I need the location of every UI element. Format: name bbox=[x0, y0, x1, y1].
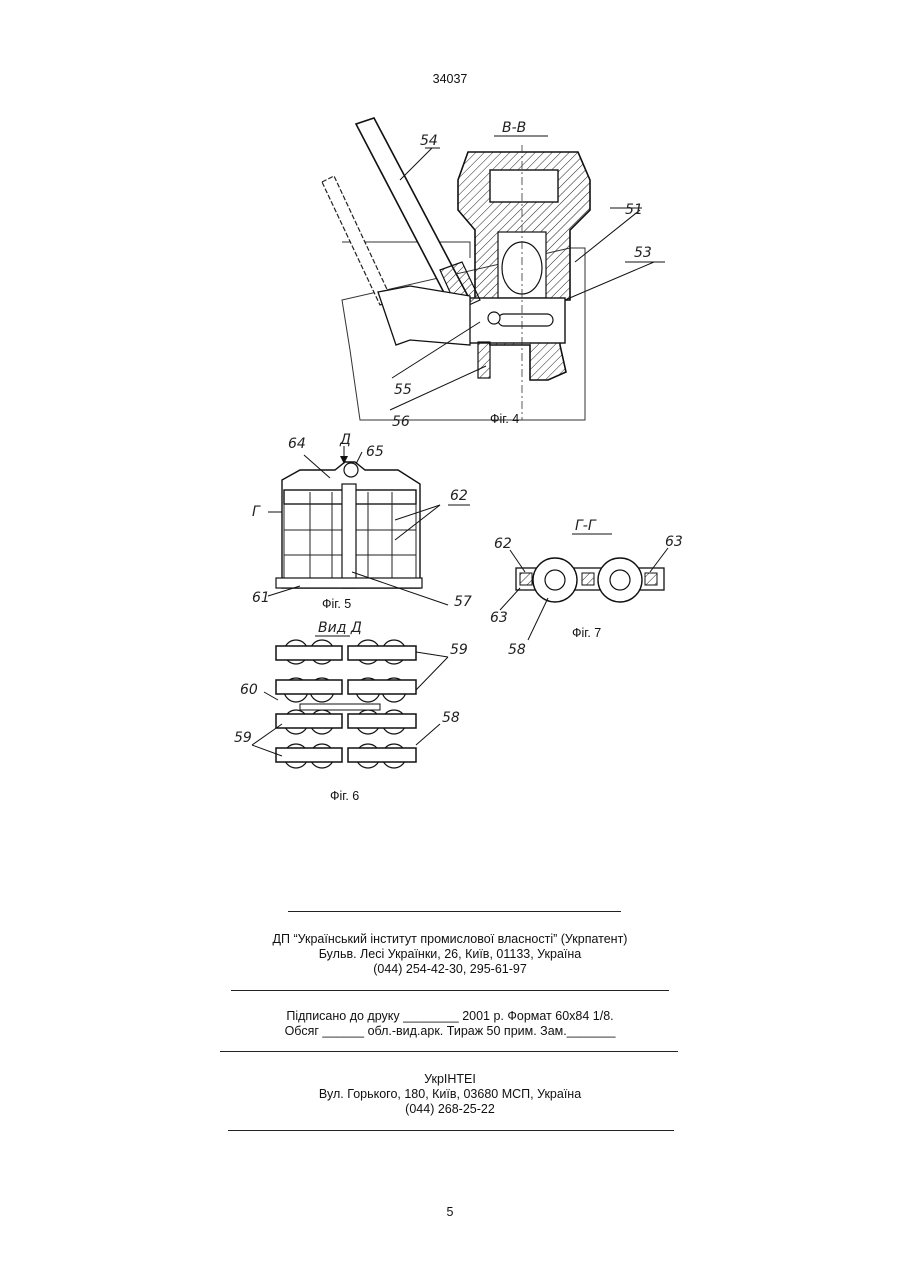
printer-address: Вул. Горького, 180, Київ, 03680 МСП, Укр… bbox=[319, 1087, 581, 1101]
fig4-drawing: 54 51 53 55 56 В-В Фіг. 4 bbox=[322, 118, 665, 430]
callout-63-left: 63 bbox=[490, 610, 508, 626]
fig6-drawing: Вид Д 59 60 58 59 Фіг. 6 bbox=[234, 620, 468, 803]
printer-phone: (044) 268-25-22 bbox=[405, 1102, 495, 1116]
callout-62: 62 bbox=[450, 488, 468, 504]
callout-62-fig7: 62 bbox=[494, 536, 512, 552]
callout-56: 56 bbox=[392, 414, 410, 430]
view-arrow-d: Д bbox=[339, 432, 351, 448]
callout-65: 65 bbox=[366, 444, 384, 460]
callout-64: 64 bbox=[288, 436, 306, 452]
callout-63-right: 63 bbox=[665, 534, 683, 550]
fig4-caption: Фіг. 4 bbox=[490, 412, 519, 426]
callout-54: 54 bbox=[420, 133, 438, 149]
callout-61: 61 bbox=[252, 590, 270, 606]
callout-58-fig6: 58 bbox=[442, 710, 460, 726]
callout-53: 53 bbox=[634, 245, 652, 261]
print-info-line1: Підписано до друку ________ 2001 р. Форм… bbox=[286, 1009, 613, 1023]
section-label-gg: Г-Г bbox=[575, 518, 597, 534]
callout-51: 51 bbox=[625, 202, 643, 218]
fig5-drawing: 64 Д 65 62 Г 61 57 Фіг. 5 bbox=[252, 432, 472, 611]
callout-60: 60 bbox=[240, 682, 258, 698]
callout-55: 55 bbox=[394, 382, 412, 398]
printer-name: УкрІНТЕІ bbox=[424, 1072, 476, 1086]
callout-57: 57 bbox=[454, 594, 472, 610]
section-mark-g: Г bbox=[252, 504, 261, 520]
publisher-name: ДП “Український інститут промислової вла… bbox=[273, 932, 628, 946]
print-info-line2: Обсяг ______ обл.-вид.арк. Тираж 50 прим… bbox=[285, 1024, 616, 1038]
fig7-drawing: Г-Г 62 63 63 58 Фіг. 7 bbox=[490, 518, 683, 658]
separator-top bbox=[288, 911, 621, 912]
view-label-d: Вид Д bbox=[318, 620, 362, 636]
separator-1 bbox=[231, 990, 669, 991]
section-label-bb: В-В bbox=[502, 120, 526, 136]
callout-58-fig7: 58 bbox=[508, 642, 526, 658]
callout-59-top: 59 bbox=[450, 642, 468, 658]
separator-3 bbox=[228, 1130, 674, 1131]
callout-59-bottom: 59 bbox=[234, 730, 252, 746]
publisher-address: Бульв. Лесі Українки, 26, Київ, 01133, У… bbox=[319, 947, 582, 961]
fig7-caption: Фіг. 7 bbox=[572, 626, 601, 640]
separator-2 bbox=[220, 1051, 678, 1052]
page-number: 5 bbox=[447, 1205, 454, 1219]
fig5-caption: Фіг. 5 bbox=[322, 597, 351, 611]
publisher-phone: (044) 254-42-30, 295-61-97 bbox=[373, 962, 527, 976]
fig6-caption: Фіг. 6 bbox=[330, 789, 359, 803]
